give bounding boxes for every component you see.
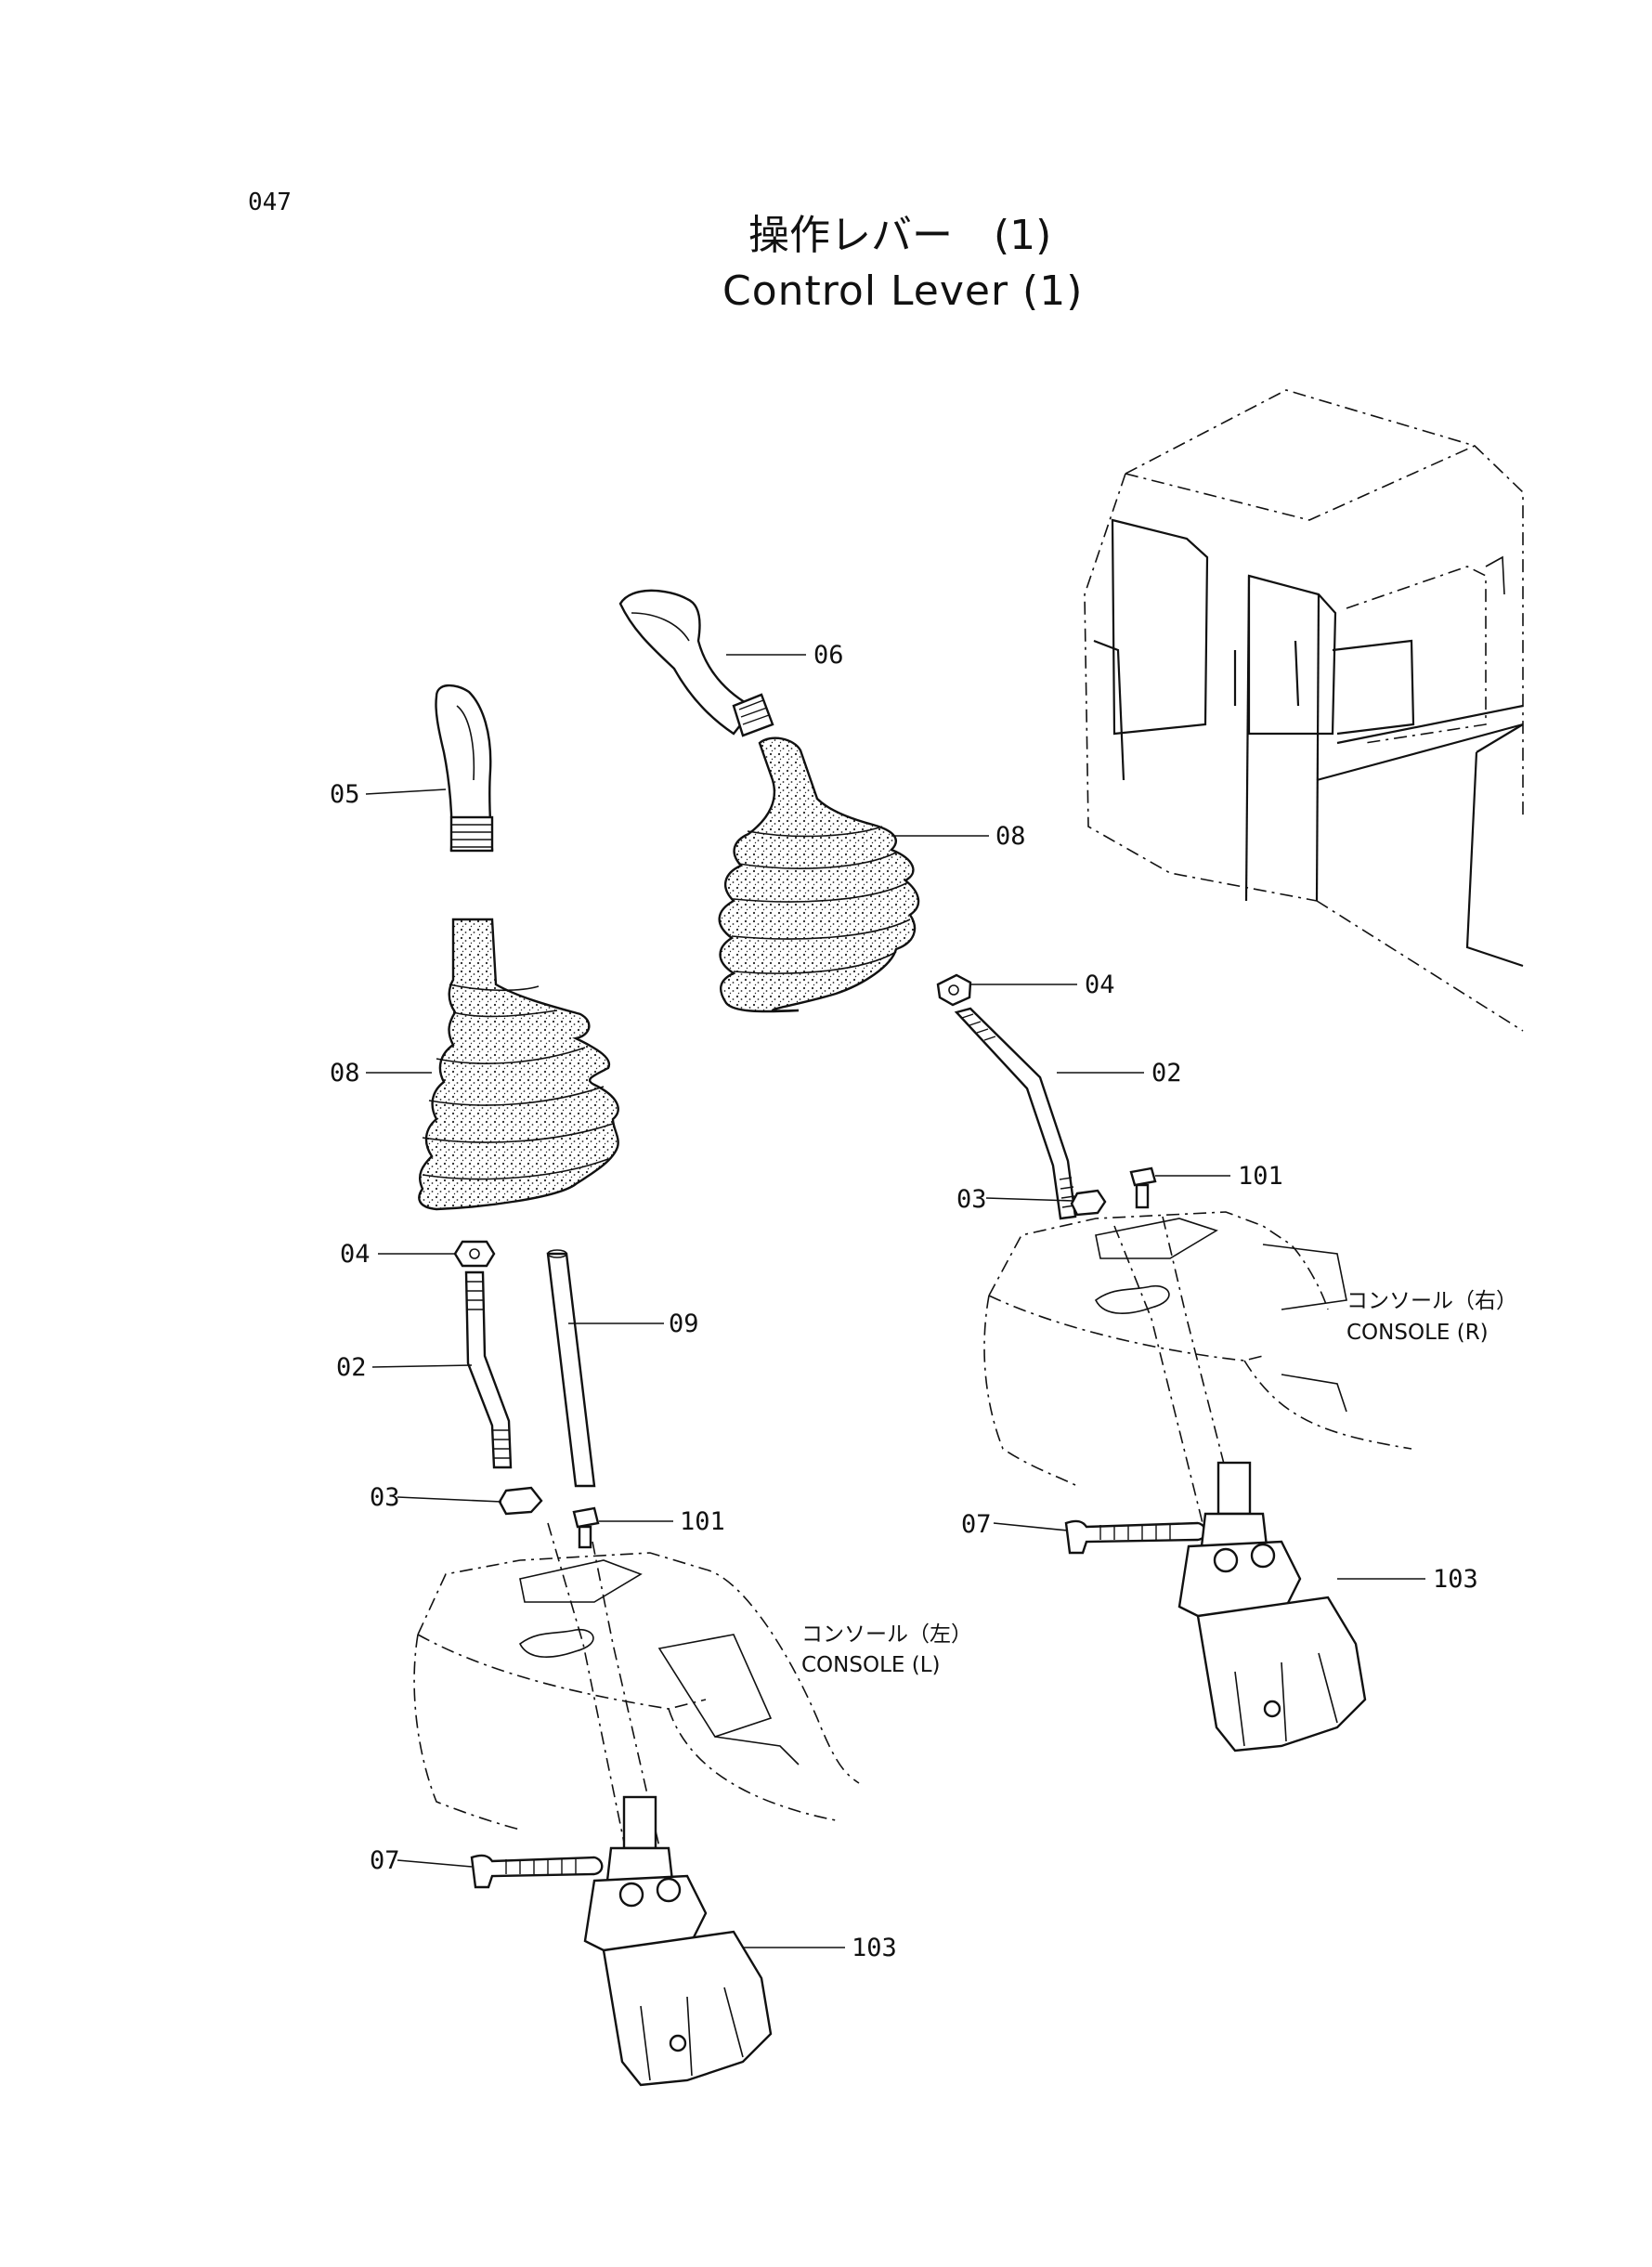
right-bolt xyxy=(1129,1166,1157,1187)
left-pilot-valve xyxy=(583,1795,773,2087)
console-left-en: CONSOLE (L) xyxy=(801,1653,941,1677)
callout-left-nut-bottom: 03 xyxy=(370,1483,400,1512)
console-right-en: CONSOLE (R) xyxy=(1346,1321,1489,1345)
right-lever-assembly xyxy=(618,589,1412,1752)
callout-right-knob: 06 xyxy=(813,641,844,670)
leader-lines xyxy=(365,654,1425,1948)
callout-left-bolt: 101 xyxy=(680,1507,725,1536)
left-boot xyxy=(418,918,619,1211)
callout-right-lever: 02 xyxy=(1151,1059,1182,1088)
left-bolt xyxy=(572,1506,600,1529)
callout-right-boot: 08 xyxy=(995,822,1026,851)
left-nut-bottom xyxy=(498,1486,543,1516)
console-left xyxy=(417,1552,860,1784)
console-left-jp: コンソール（左） xyxy=(801,1622,972,1647)
right-nut-bottom xyxy=(1070,1189,1107,1217)
callout-left-pipe: 09 xyxy=(669,1309,699,1338)
right-knob xyxy=(618,589,756,736)
console-right-jp: コンソール（右） xyxy=(1346,1289,1517,1313)
title-japanese: 操作レバー (1) xyxy=(748,212,1051,259)
page-number: 047 xyxy=(248,189,292,216)
callout-left-lever: 02 xyxy=(336,1353,367,1382)
callout-left-knob: 05 xyxy=(330,780,360,809)
right-pilot-valve xyxy=(1177,1461,1367,1752)
callout-right-valve: 103 xyxy=(1433,1565,1478,1594)
callout-left-band: 07 xyxy=(370,1846,400,1875)
left-band xyxy=(470,1854,604,1889)
cab-illustration xyxy=(1084,389,1524,1032)
left-nut-top xyxy=(453,1240,496,1268)
callout-right-nut-top: 04 xyxy=(1085,971,1115,999)
left-lever xyxy=(464,1270,513,1469)
callout-left-valve: 103 xyxy=(852,1934,897,1962)
callout-left-boot: 08 xyxy=(330,1059,360,1088)
left-lever-assembly xyxy=(413,684,860,2087)
left-pipe xyxy=(546,1252,596,1488)
callout-right-nut-bottom: 03 xyxy=(956,1185,987,1214)
callout-left-nut-top: 04 xyxy=(340,1240,371,1269)
right-band xyxy=(1064,1519,1207,1555)
console-right xyxy=(988,1211,1329,1310)
right-boot xyxy=(718,736,920,1013)
title-english: Control Lever (1) xyxy=(722,267,1083,315)
callout-right-bolt: 101 xyxy=(1238,1162,1283,1191)
right-nut-top xyxy=(936,973,972,1007)
callout-right-band: 07 xyxy=(961,1510,992,1539)
